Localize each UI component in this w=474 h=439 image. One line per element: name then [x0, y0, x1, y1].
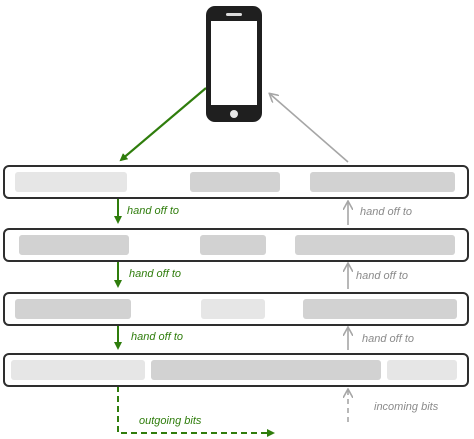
down-handoff-label-3: hand off to — [129, 331, 185, 343]
redacted-text — [19, 235, 129, 255]
redacted-text — [303, 299, 457, 319]
incoming-bits-label: incoming bits — [372, 401, 441, 413]
phone-home-button — [230, 110, 238, 118]
redacted-text — [15, 299, 131, 319]
redacted-text — [201, 299, 265, 319]
redacted-text — [295, 235, 455, 255]
outgoing-bits-label: outgoing bits — [137, 415, 204, 427]
outgoing-bits-arrow — [117, 386, 275, 437]
up-handoff-label-1: hand off to — [358, 206, 414, 218]
phone-screen — [211, 21, 257, 105]
down-handoff-label-2: hand off to — [127, 268, 183, 280]
down-handoff-label-1: hand off to — [125, 205, 181, 217]
layer-box-1 — [3, 165, 469, 199]
redacted-text — [310, 172, 455, 192]
layer-box-4 — [3, 353, 469, 387]
smartphone-icon — [206, 6, 262, 122]
redacted-text — [11, 360, 145, 380]
layer-box-3 — [3, 292, 469, 326]
redacted-text — [200, 235, 266, 255]
phone-to-top-layer-arrow — [119, 87, 207, 162]
layer-box-2 — [3, 228, 469, 262]
redacted-text — [15, 172, 127, 192]
redacted-text — [190, 172, 280, 192]
up-handoff-label-2: hand off to — [354, 270, 410, 282]
redacted-text — [151, 360, 381, 380]
up-handoff-label-3: hand off to — [360, 333, 416, 345]
redacted-text — [387, 360, 457, 380]
phone-speaker — [226, 13, 242, 16]
top-layer-to-phone-arrow — [270, 94, 349, 163]
